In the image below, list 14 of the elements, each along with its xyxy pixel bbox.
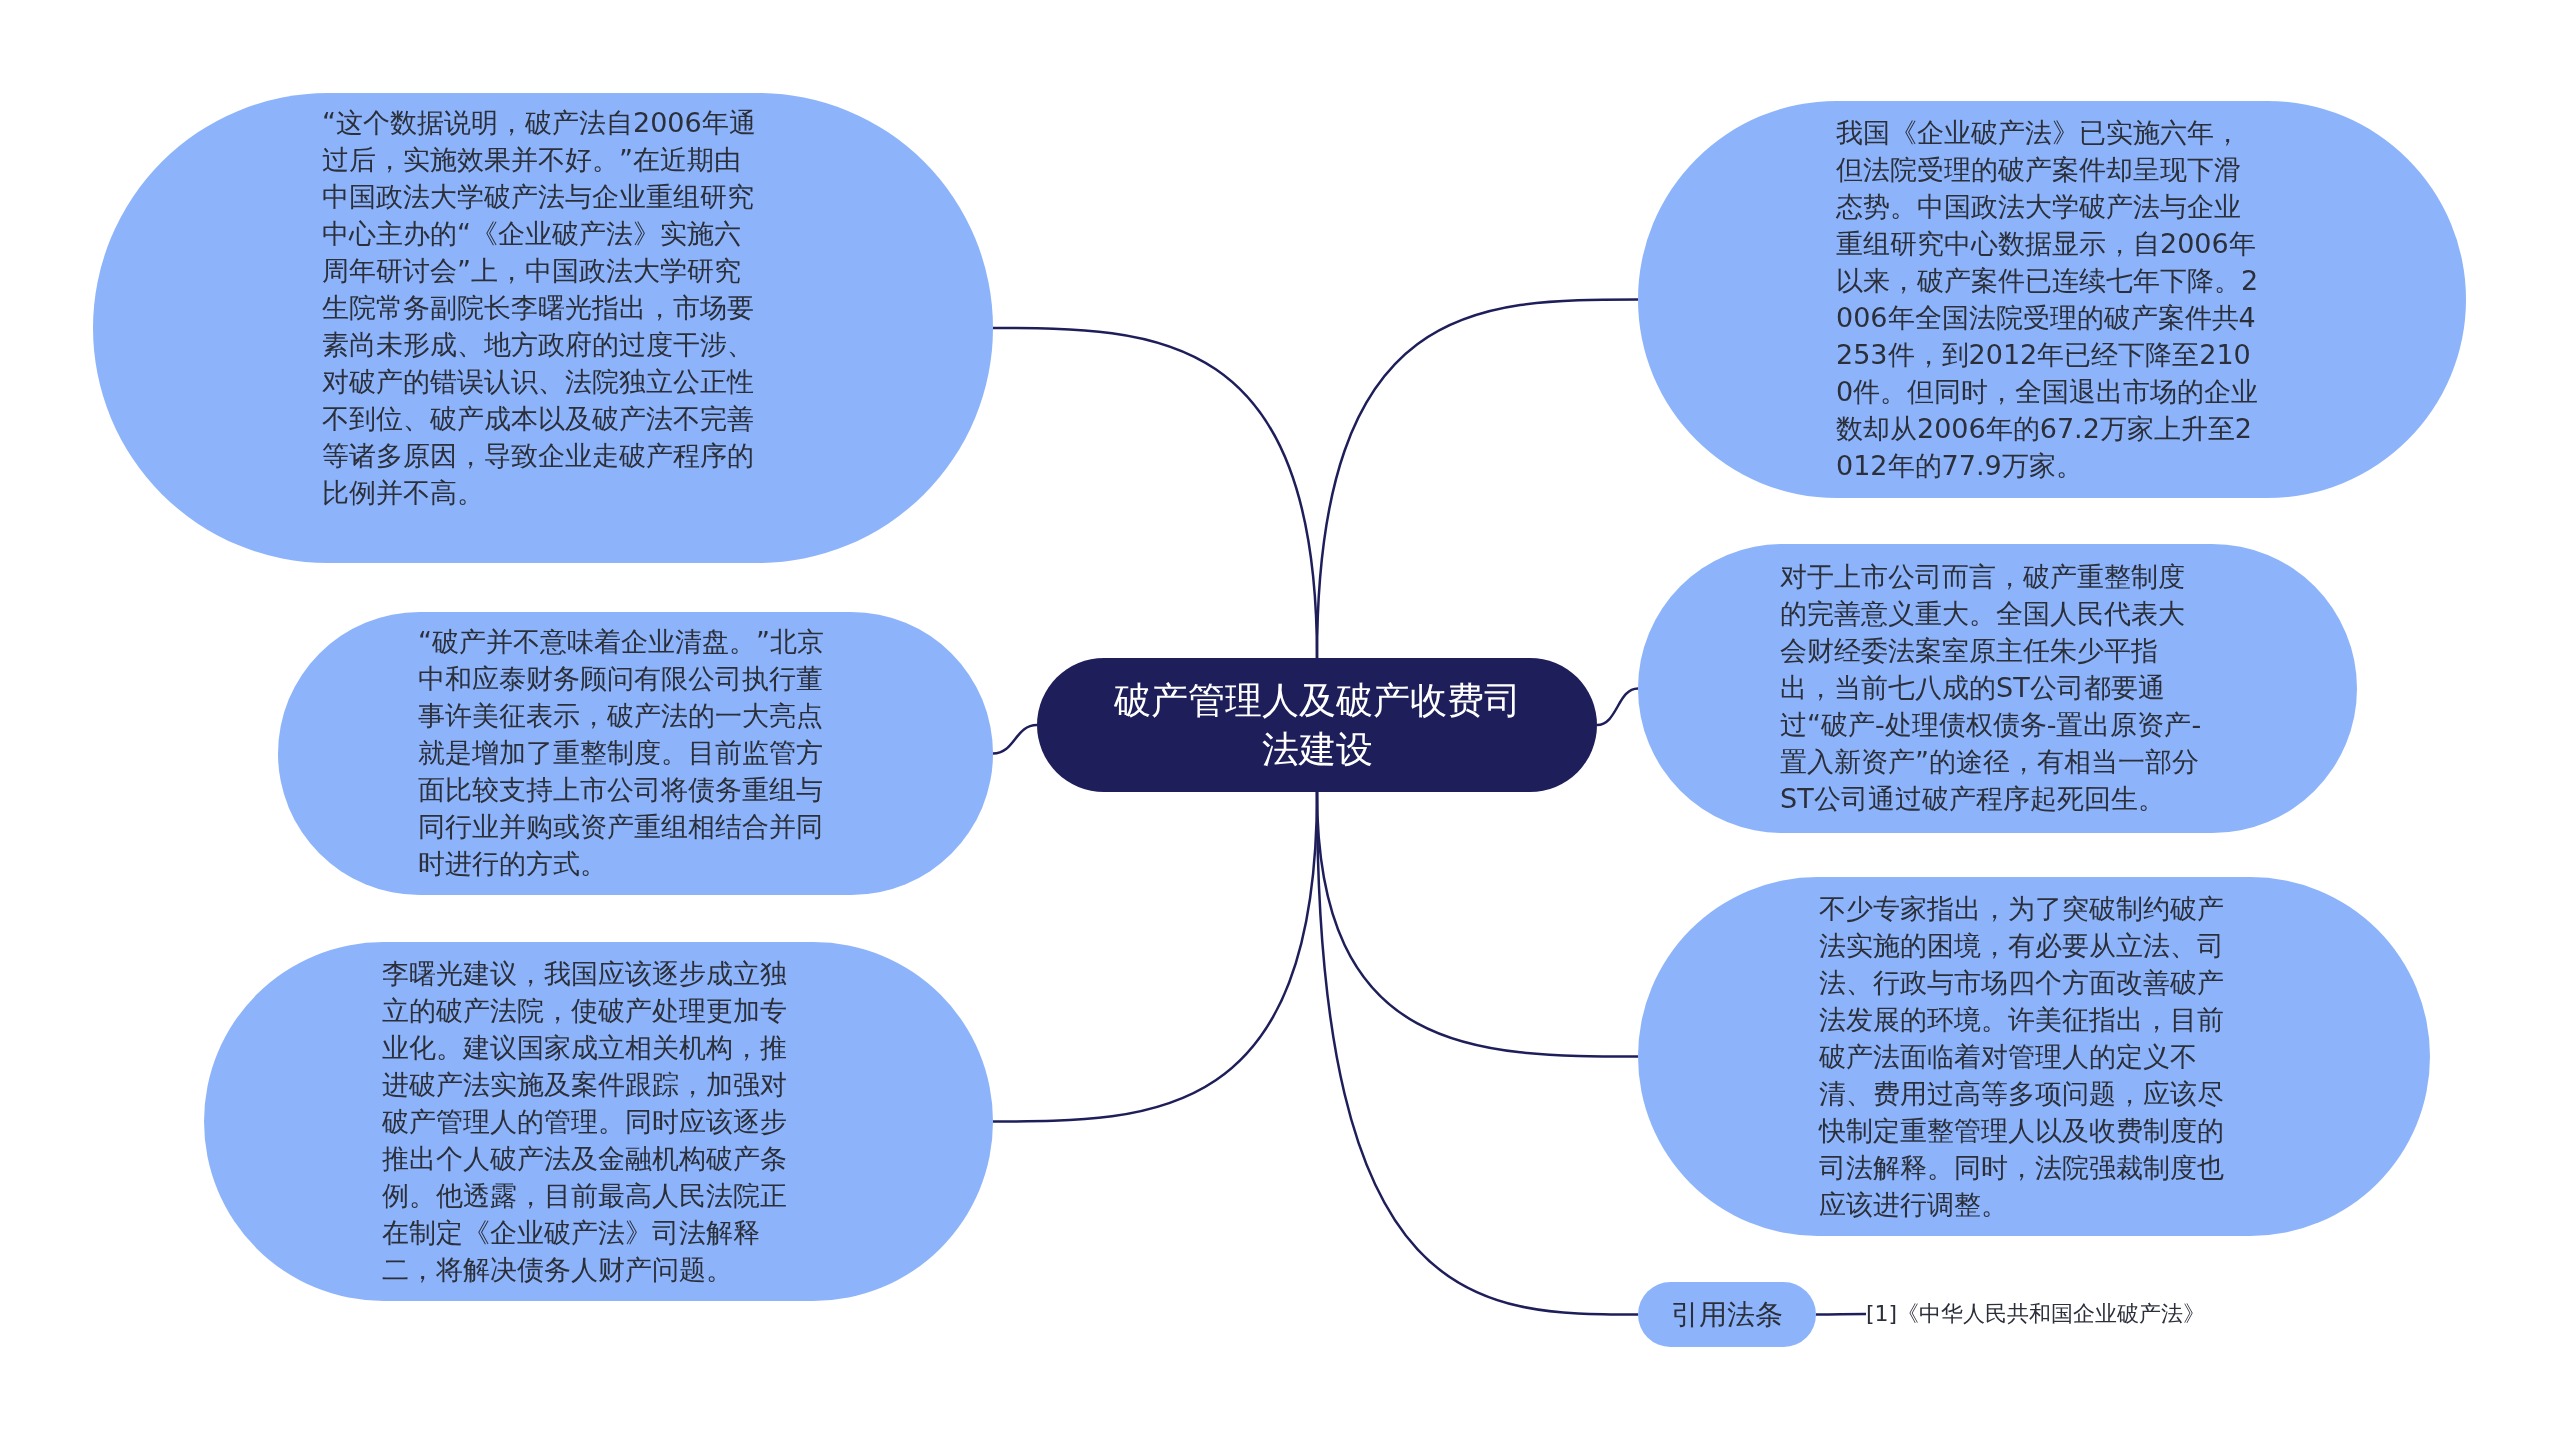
connector-line bbox=[1315, 791, 1638, 1316]
topic-text: 破产管理人及破产收费司法建设 bbox=[1112, 678, 1522, 773]
connector-line bbox=[1315, 298, 1638, 659]
bubble-text: 我国《企业破产法》已实施六年，但法院受理的破产案件却呈现下滑态势。中国政法大学破产法与企业重组研究中心数据显示，自2006年以来，破产案件已连续七年下降。2006年全国法院受理的破产案件共4253件，到2012年已经下降至2100件。但同时，全国退出市场的企业数却从2006年的67.2万家上升至2012年的77.9万家。 bbox=[1836, 116, 2260, 483]
bubble-text: 对于上市公司而言，破产重整制度的完善意义重大。全国人民代表大会财经委法案室原主任朱少平指出，当前七八成的ST公司都要通过“破产-处理债权债务-置出原资产-置入新资产”的途径，有相当一部分ST公司通过破产程序起死回生。 bbox=[1780, 560, 2203, 816]
bubble-text: 李曙光建议，我国应该逐步成立独立的破产法院，使破产处理更加专业化。建议国家成立相关机构，推进破产法实施及案件跟踪，加强对破产管理人的管理。同时应该逐步推出个人破产法及金融机构破产条例。他透露，目前最高人民法院正在制定《企业破产法》司法解释二，将解决债务人财产问题。 bbox=[382, 957, 788, 1287]
tag-text: 引用法条 bbox=[1671, 1296, 1783, 1333]
bubble-text: 不少专家指出，为了突破制约破产法实施的困境，有必要从立法、司法、行政与市场四个方面改善破产法发展的环境。许美征指出，目前破产法面临着对管理人的定义不清、费用过高等多项问题，应该尽快制定重整管理人以及收费制度的司法解释。同时，法院强裁制度也应该进行调整。 bbox=[1819, 892, 2225, 1222]
connector-line bbox=[992, 723, 1038, 755]
bubble-text: “破产并不意味着企业清盘。”北京中和应泰财务顾问有限公司执行董事许美征表示，破产法的一大亮点就是增加了重整制度。目前监管方面比较支持上市公司将债务重组与同行业并购或资产重组相结合并同时进行的方式。 bbox=[418, 625, 825, 881]
connector-line bbox=[1596, 687, 1639, 727]
bubble-text: “这个数据说明，破产法自2006年通过后，实施效果并不好。”在近期由中国政法大学破产法与企业重组研究中心主办的“《企业破产法》实施六周年研讨会”上，中国政法大学研究生院常务副院长李曙光指出，市场要素尚未形成、地方政府的过度干涉、对破产的错误认识、法院独立公正性不到位、破产成本以及破产法不完善等诸多原因，导致企业走破产程序的比例并不高。 bbox=[322, 106, 757, 510]
connector-line bbox=[1816, 1312, 1866, 1316]
citation-text: [1]《中华人民共和国企业破产法》 bbox=[1866, 1298, 2206, 1330]
